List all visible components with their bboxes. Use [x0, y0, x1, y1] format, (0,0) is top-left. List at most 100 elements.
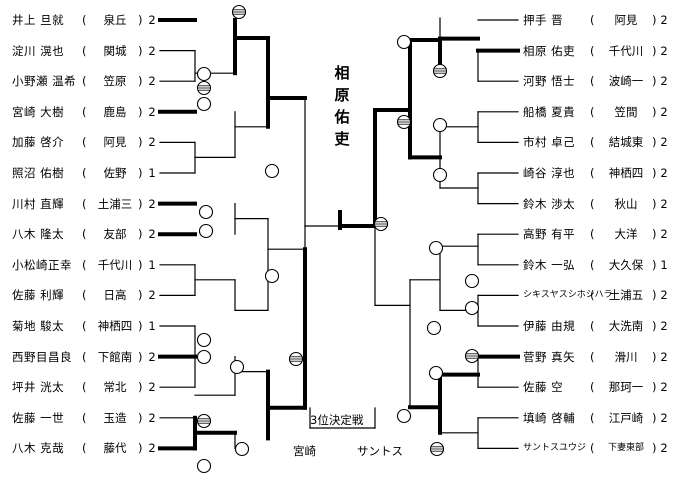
win-mark-icon — [428, 365, 444, 381]
grade: 2 — [660, 410, 668, 425]
grade: 2 — [148, 43, 156, 58]
paren-open: ( — [590, 104, 595, 119]
grade: 2 — [660, 227, 668, 242]
school-name: 笠間 — [614, 104, 638, 119]
player-name: 佐藤 利輝 — [12, 288, 65, 303]
grade: 1 — [148, 166, 156, 180]
paren-open: ( — [590, 43, 595, 58]
grade: 1 — [660, 257, 668, 272]
player-name: 市村 卓己 — [523, 135, 576, 150]
paren-open: ( — [590, 288, 595, 303]
win-mark-icon — [196, 66, 212, 82]
paren-open: ( — [590, 441, 595, 456]
win-mark-icon — [196, 332, 212, 348]
player-name: 佐藤 一世 — [12, 410, 65, 425]
school-name: 那珂一 — [608, 380, 644, 395]
paren-open: ( — [82, 257, 87, 272]
player-name: 八木 隆太 — [12, 227, 65, 242]
school-name: 大洋 — [614, 227, 638, 242]
paren-close: ) — [652, 43, 657, 58]
win-mark-icon — [196, 458, 212, 474]
grade: 2 — [660, 196, 668, 211]
player-name: 相原 佑吏 — [523, 43, 576, 58]
player-name: 佐藤 空 — [523, 380, 564, 395]
player-name: 坪井 洸太 — [12, 380, 65, 395]
paren-open: ( — [590, 257, 595, 272]
paren-close: ) — [652, 104, 657, 119]
win-mark-icon — [396, 408, 412, 424]
player-name: 小松崎正幸 — [12, 257, 72, 272]
paren-open: ( — [590, 410, 595, 425]
win-mark-icon — [229, 359, 245, 375]
school-name: 大洗南 — [608, 319, 644, 333]
grade: 2 — [148, 227, 156, 242]
player-name: 伊藤 由規 — [523, 319, 576, 333]
paren-open: ( — [590, 74, 595, 89]
paren-close: ) — [138, 43, 143, 58]
paren-close: ) — [652, 74, 657, 89]
paren-open: ( — [82, 196, 87, 211]
player-name: 河野 悟士 — [523, 74, 576, 89]
paren-open: ( — [82, 288, 87, 303]
paren-open: ( — [82, 104, 87, 119]
champion-char: 佑 — [334, 108, 350, 126]
school-name: 玉造 — [103, 410, 127, 425]
player-name: 淀川 滉也 — [12, 43, 65, 58]
school-name: 秋山 — [614, 196, 638, 211]
player-name: 照沼 佑樹 — [12, 166, 65, 180]
paren-close: ) — [138, 104, 143, 119]
grade: 2 — [148, 380, 156, 395]
grade: 2 — [660, 380, 668, 395]
win-mark-icon — [464, 300, 480, 316]
paren-open: ( — [590, 319, 595, 333]
paren-close: ) — [138, 319, 143, 333]
school-name: 千代川 — [97, 257, 133, 272]
school-name: 神栖四 — [608, 166, 644, 180]
win-mark-icon — [196, 349, 212, 365]
paren-open: ( — [82, 166, 87, 180]
grade: 2 — [660, 104, 668, 119]
school-name: 波崎一 — [608, 74, 644, 89]
paren-open: ( — [82, 380, 87, 395]
grade: 2 — [148, 74, 156, 89]
paren-close: ) — [652, 166, 657, 180]
paren-close: ) — [652, 410, 657, 425]
player-name: サントスユウジ — [523, 443, 587, 454]
school-name: 鹿島 — [103, 104, 127, 119]
player-name: 小野瀬 温希 — [12, 74, 77, 89]
grade: 2 — [148, 135, 156, 150]
grade: 2 — [148, 288, 156, 303]
school-name: 下館南 — [97, 349, 133, 364]
champion-char: 原 — [334, 86, 350, 104]
win-mark-icon — [198, 223, 214, 239]
grade: 1 — [148, 319, 156, 333]
player-name: 押手 晋 — [523, 13, 564, 27]
paren-open: ( — [590, 380, 595, 395]
win-mark-icon — [432, 167, 448, 183]
paren-close: ) — [652, 227, 657, 242]
paren-open: ( — [590, 227, 595, 242]
grade: 2 — [660, 288, 668, 303]
grade: 2 — [148, 410, 156, 425]
player-name: 鈴木 渉太 — [523, 196, 576, 211]
paren-close: ) — [652, 349, 657, 364]
win-mark-icon — [432, 117, 448, 133]
grade: 1 — [148, 257, 156, 272]
win-mark-icon — [196, 96, 212, 112]
grade: 2 — [148, 104, 156, 119]
player-name: 船橋 夏貴 — [523, 104, 576, 119]
grade: 2 — [148, 13, 156, 27]
player-name: 高野 有平 — [523, 227, 576, 242]
paren-open: ( — [82, 349, 87, 364]
school-name: 江戸崎 — [608, 410, 644, 425]
school-name: 藤代 — [103, 441, 127, 456]
win-mark-icon — [426, 320, 442, 336]
win-mark-icon — [464, 273, 480, 289]
paren-open: ( — [590, 166, 595, 180]
champion-char: 吏 — [334, 130, 350, 148]
grade: 2 — [660, 43, 668, 58]
grade: 2 — [660, 74, 668, 89]
paren-close: ) — [652, 196, 657, 211]
paren-close: ) — [138, 166, 143, 180]
paren-close: ) — [138, 135, 143, 150]
